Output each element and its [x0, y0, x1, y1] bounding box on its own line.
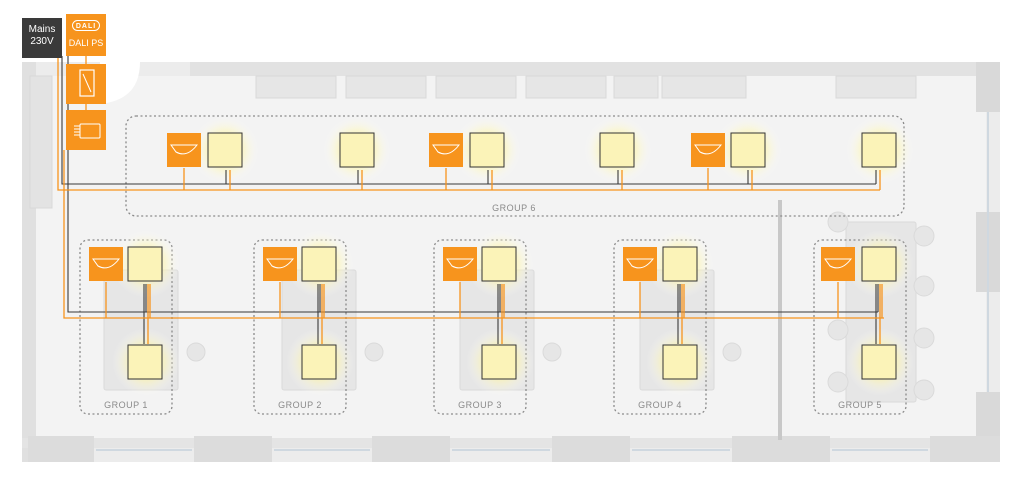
luminaires	[127, 132, 897, 380]
presence-sensor-icon	[623, 247, 657, 281]
led-panel-luminaire	[599, 132, 635, 168]
dali-logo-badge: DALI	[72, 20, 100, 31]
dali-interface-icon	[74, 123, 101, 139]
presence-sensor-icon	[89, 247, 123, 281]
presence-sensor-icon	[167, 133, 201, 167]
wall-switch	[66, 64, 106, 104]
dali-power-supply: DALI DALI PS	[66, 14, 106, 56]
led-panel-luminaire	[301, 344, 337, 380]
mains-supply: Mains 230V	[22, 18, 62, 58]
group-1-label: GROUP 1	[104, 400, 148, 410]
mains-voltage: 230V	[30, 36, 54, 47]
group-5-label: GROUP 5	[838, 400, 882, 410]
led-panel-luminaire	[861, 344, 897, 380]
group-2-label: GROUP 2	[278, 400, 322, 410]
presence-sensors	[89, 133, 855, 281]
led-panel-luminaire	[339, 132, 375, 168]
group-3-label: GROUP 3	[458, 400, 502, 410]
mains-label: Mains	[28, 24, 56, 35]
group-6-outline	[125, 115, 905, 217]
led-panel-luminaire	[861, 246, 897, 282]
group-4-label: GROUP 4	[638, 400, 682, 410]
led-panel-luminaire	[207, 132, 243, 168]
wall-switch-icon	[79, 69, 95, 97]
presence-sensor-icon	[443, 247, 477, 281]
led-panel-luminaire	[730, 132, 766, 168]
group-labels: GROUP 6 GROUP 1 GROUP 2 GROUP 3 GROUP 4 …	[104, 203, 882, 410]
led-panel-luminaire	[481, 246, 517, 282]
led-panel-luminaire	[662, 246, 698, 282]
dali-ps-label: DALI PS	[68, 38, 104, 48]
dali-wiring	[57, 56, 884, 344]
led-panel-luminaire	[469, 132, 505, 168]
led-panel-luminaire	[127, 344, 163, 380]
group-6-label: GROUP 6	[492, 203, 536, 213]
led-panel-luminaire	[662, 344, 698, 380]
led-panel-luminaire	[861, 132, 897, 168]
dali-interface	[66, 110, 106, 150]
led-panel-luminaire	[127, 246, 163, 282]
presence-sensor-icon	[691, 133, 725, 167]
led-panel-luminaire	[301, 246, 337, 282]
presence-sensor-icon	[429, 133, 463, 167]
presence-sensor-icon	[263, 247, 297, 281]
presence-sensor-icon	[821, 247, 855, 281]
led-panel-luminaire	[481, 344, 517, 380]
